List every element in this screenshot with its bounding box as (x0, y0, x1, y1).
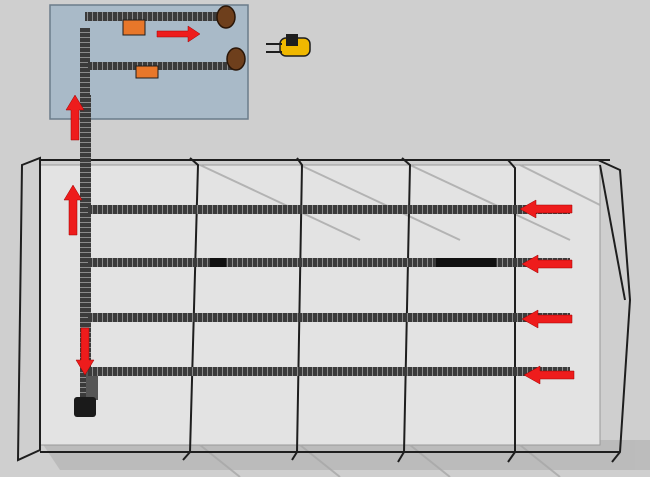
packing-machine-upper (122, 19, 146, 36)
packing-lines (85, 5, 246, 79)
pallet-base (74, 397, 96, 417)
shelf-conveyor-line-2 (88, 258, 570, 267)
flow-arrow-line-4 (523, 365, 575, 385)
flow-arrows (63, 25, 575, 385)
truss-frames (16, 156, 632, 463)
flow-arrow-up-upper (65, 94, 85, 141)
barrel-upper (216, 5, 236, 29)
shelf-conveyor-line-3 (88, 313, 570, 322)
flow-arrow-line-2 (521, 254, 573, 274)
carton-group (436, 258, 496, 267)
shelf-conveyor-line-1 (88, 205, 570, 214)
barrel-lower (226, 47, 246, 71)
shelf-conveyor-line-4 (88, 367, 570, 376)
flow-arrow-line-3 (521, 309, 573, 329)
packing-line-lower (88, 62, 238, 70)
flow-arrow-line-1 (519, 199, 573, 219)
shelf-conveyors (74, 205, 570, 417)
packing-line-upper (85, 12, 220, 21)
forklift-icon (266, 34, 311, 57)
feeder-conveyor (80, 28, 98, 415)
carton (210, 258, 226, 267)
structural-shadows (199, 164, 601, 477)
flow-arrow-down (75, 327, 95, 376)
packing-machine-lower (135, 65, 159, 79)
flow-arrow-up-lower (63, 184, 83, 236)
flow-arrow-packing (156, 25, 201, 43)
